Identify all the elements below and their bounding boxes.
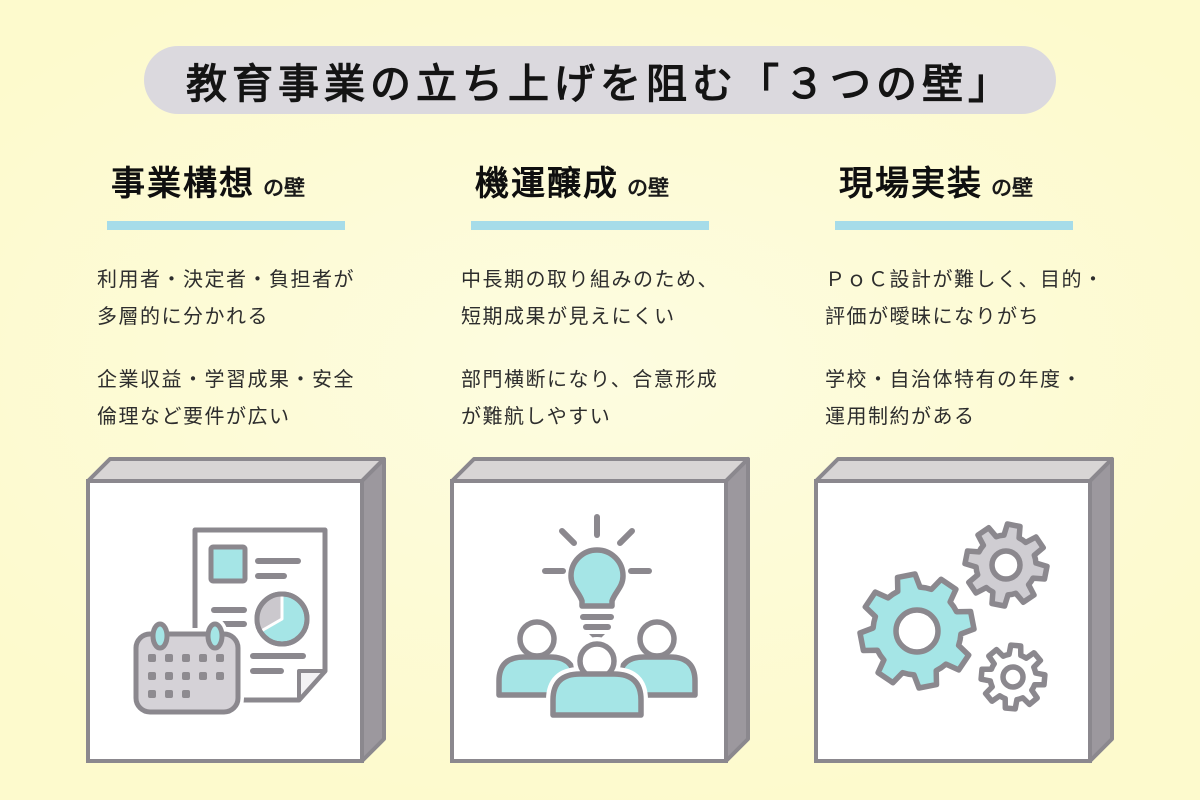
paragraph-line: が難航しやすい xyxy=(461,406,612,428)
page-title-text: 教育事業の立ち上げを阻む「３つの壁」 xyxy=(186,61,1014,107)
paragraph-line: 中長期の取り組みのため、 xyxy=(461,269,719,291)
three-walls-columns: 事業構想の壁 利用者・決定者・負担者が 多層的に分かれる 企業収益・学習成果・安… xyxy=(85,162,1115,764)
page-title: 教育事業の立ち上げを阻む「３つの壁」 xyxy=(144,46,1056,114)
heading-underline xyxy=(835,221,1073,230)
column-heading-main: 事業構想 xyxy=(111,165,255,203)
binder-ring xyxy=(150,621,170,651)
paragraph-line: 短期成果が見えにくい xyxy=(461,306,676,328)
column-heading-main: 機運醸成 xyxy=(475,165,619,203)
column-business-concept: 事業構想の壁 利用者・決定者・負担者が 多層的に分かれる 企業収益・学習成果・安… xyxy=(85,162,387,764)
box-illustration-business-concept xyxy=(86,457,386,763)
column-field-implementation: 現場実装の壁 ＰｏＣ設計が難しく、目的・ 評価が曖昧になりがち 学校・自治体特有… xyxy=(813,162,1115,764)
text-lines xyxy=(211,558,306,674)
document-calendar-pie-icon xyxy=(130,527,328,718)
pie-chart xyxy=(254,591,310,647)
heading-underline xyxy=(471,221,709,230)
paragraph-line: ＰｏＣ設計が難しく、目的・ xyxy=(825,269,1105,291)
box-illustration-field xyxy=(814,457,1114,763)
gears-icon xyxy=(857,521,1050,712)
calendar xyxy=(130,618,244,718)
paragraph-line: 学校・自治体特有の年度・ xyxy=(825,369,1083,391)
gear-medium-gray xyxy=(962,521,1050,609)
column-heading: 機運醸成の壁 xyxy=(449,162,751,213)
box-side-face xyxy=(1088,457,1114,763)
box-top-face xyxy=(450,457,750,483)
paragraph-line: 部門横断になり、合意形成 xyxy=(461,369,719,391)
calendar-dots xyxy=(148,654,224,698)
paragraph: 部門横断になり、合意形成 が難航しやすい xyxy=(449,362,751,436)
paragraph: ＰｏＣ設計が難しく、目的・ 評価が曖昧になりがち xyxy=(813,262,1115,336)
paragraph-line: 評価が曖昧になりがち xyxy=(825,306,1040,328)
paragraph: 中長期の取り組みのため、 短期成果が見えにくい xyxy=(449,262,751,336)
paragraph: 利用者・決定者・負担者が 多層的に分かれる xyxy=(85,262,387,336)
paragraph: 企業収益・学習成果・安全 倫理など要件が広い xyxy=(85,362,387,436)
column-momentum-building: 機運醸成の壁 中長期の取り組みのため、 短期成果が見えにくい 部門横断になり、合… xyxy=(449,162,751,764)
paragraph-line: 運用制約がある xyxy=(825,406,976,428)
heading-underline xyxy=(107,221,345,230)
box-side-face xyxy=(360,457,386,763)
gear-large-teal xyxy=(857,571,977,691)
box-illustration-momentum xyxy=(450,457,750,763)
folded-corner xyxy=(297,669,327,702)
teal-square xyxy=(208,544,248,584)
column-heading-suffix: の壁 xyxy=(627,177,669,200)
paragraph-line: 企業収益・学習成果・安全 xyxy=(97,369,355,391)
box-top-face xyxy=(86,457,386,483)
gear-small-white xyxy=(978,642,1048,712)
binder-ring xyxy=(205,621,225,651)
column-heading: 現場実装の壁 xyxy=(813,162,1115,213)
column-heading: 事業構想の壁 xyxy=(85,162,387,213)
paragraph-line: 利用者・決定者・負担者が xyxy=(97,269,355,291)
paragraph: 学校・自治体特有の年度・ 運用制約がある xyxy=(813,362,1115,436)
paragraph-line: 倫理など要件が広い xyxy=(97,406,291,428)
column-heading-suffix: の壁 xyxy=(263,177,305,200)
light-rays xyxy=(542,514,652,574)
column-heading-suffix: の壁 xyxy=(991,177,1033,200)
box-side-face xyxy=(724,457,750,763)
lightbulb xyxy=(568,547,626,642)
paragraph-line: 多層的に分かれる xyxy=(97,306,269,328)
team-lightbulb-icon xyxy=(496,514,698,722)
box-top-face xyxy=(814,457,1114,483)
person-center xyxy=(546,637,648,722)
column-heading-main: 現場実装 xyxy=(839,165,983,203)
